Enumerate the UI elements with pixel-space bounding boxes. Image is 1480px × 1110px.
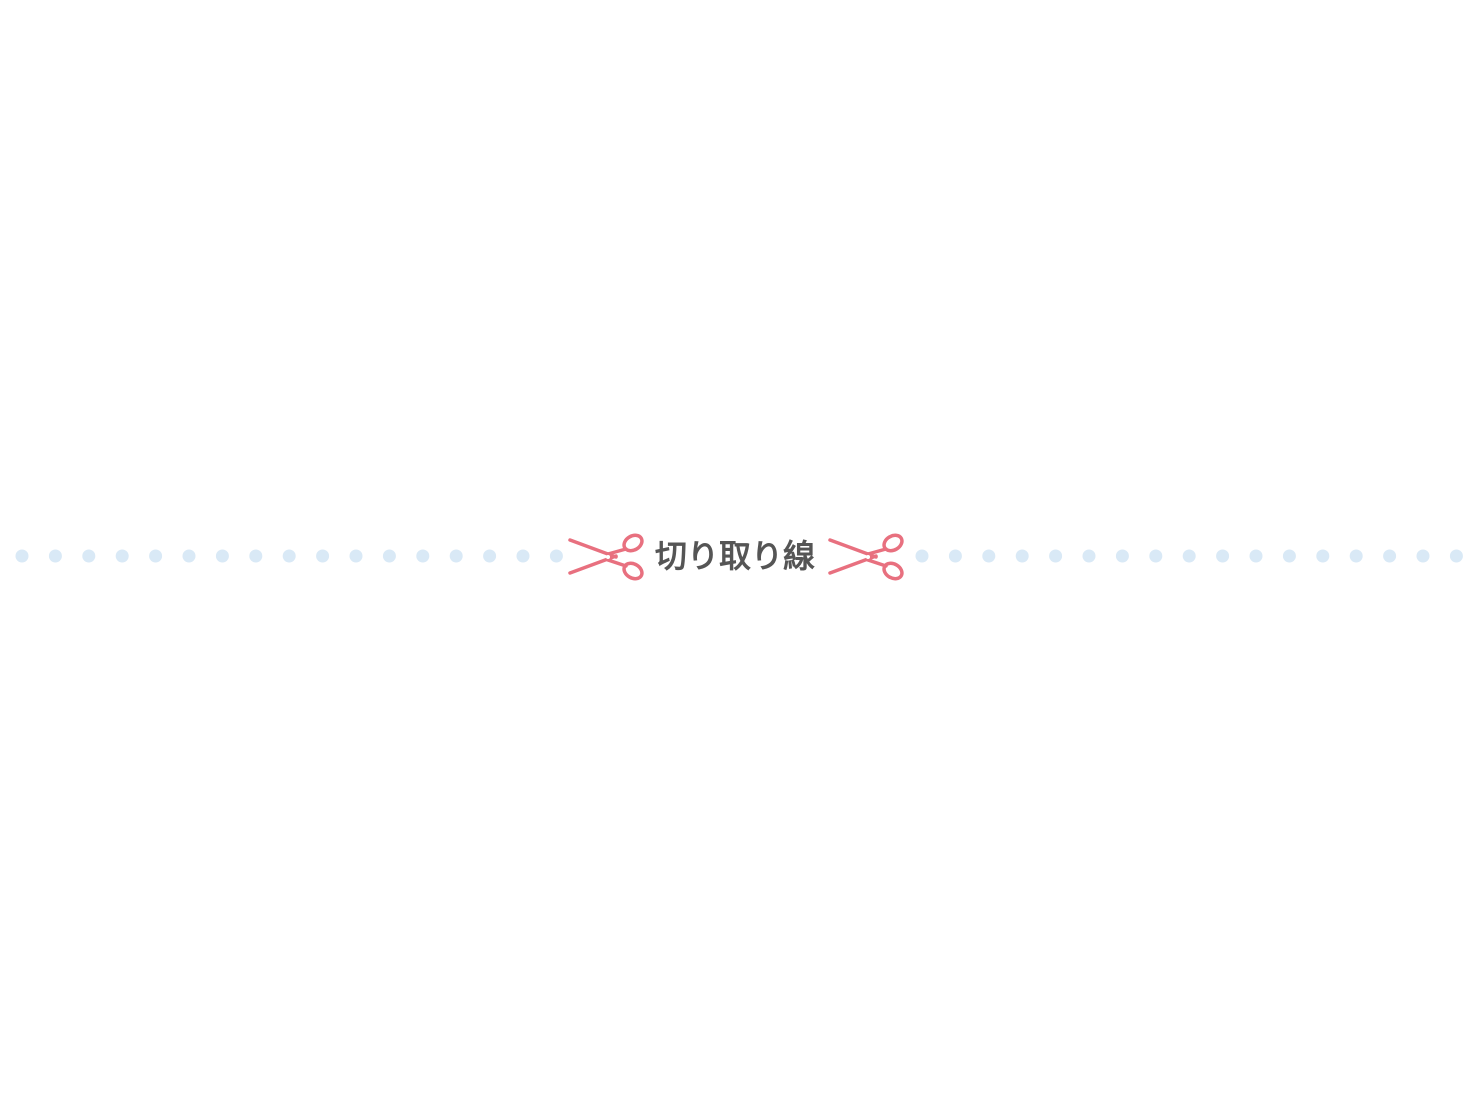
dot bbox=[449, 549, 463, 563]
dot bbox=[316, 549, 330, 563]
dot bbox=[483, 549, 497, 563]
dot bbox=[1249, 549, 1263, 563]
scissors-icon bbox=[568, 533, 644, 581]
dot bbox=[549, 549, 563, 563]
dot bbox=[215, 549, 229, 563]
dot bbox=[1015, 549, 1029, 563]
dot bbox=[249, 549, 263, 563]
dot bbox=[1449, 549, 1463, 563]
dot bbox=[1082, 549, 1096, 563]
dot bbox=[1349, 549, 1363, 563]
dot bbox=[1216, 549, 1230, 563]
dot bbox=[915, 549, 929, 563]
dotted-line-right bbox=[915, 549, 1463, 563]
dot bbox=[1115, 549, 1129, 563]
dot bbox=[948, 549, 962, 563]
dot bbox=[149, 549, 163, 563]
dot bbox=[282, 549, 296, 563]
dot bbox=[182, 549, 196, 563]
dot bbox=[48, 549, 62, 563]
dot bbox=[1416, 549, 1430, 563]
dot bbox=[349, 549, 363, 563]
dotted-line-left bbox=[15, 549, 563, 563]
dot bbox=[1316, 549, 1330, 563]
dot bbox=[516, 549, 530, 563]
dot bbox=[115, 549, 129, 563]
dot bbox=[982, 549, 996, 563]
dot bbox=[1049, 549, 1063, 563]
dot bbox=[416, 549, 430, 563]
dot bbox=[382, 549, 396, 563]
dot bbox=[1149, 549, 1163, 563]
dot bbox=[1383, 549, 1397, 563]
cut-line-label: 切り取り線 bbox=[655, 537, 815, 575]
scissors-icon bbox=[828, 533, 904, 581]
dot bbox=[15, 549, 29, 563]
dot bbox=[1282, 549, 1296, 563]
dot bbox=[1182, 549, 1196, 563]
dot bbox=[82, 549, 96, 563]
